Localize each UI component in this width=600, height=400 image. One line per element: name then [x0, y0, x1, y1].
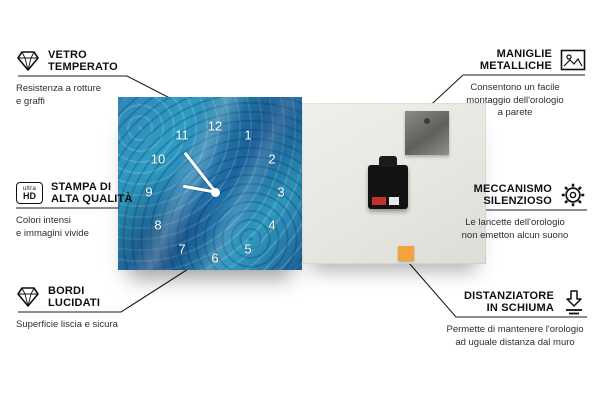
- clock-number: 2: [268, 151, 276, 167]
- callout-header: MANIGLIE METALLICHE: [444, 45, 586, 75]
- callout-title: VETRO TEMPERATO: [48, 48, 118, 74]
- callout-stampa-alta-qualita: ultra HD STAMPA DI ALTA QUALITÀ Colori i…: [16, 178, 148, 240]
- callout-title: MECCANISMO SILENZIOSO: [473, 182, 552, 208]
- callout-vetro-temperato: VETRO TEMPERATO Resistenza a rotture e g…: [16, 46, 148, 108]
- picture-frame-icon: [560, 49, 586, 71]
- clock-number: 12: [207, 118, 223, 134]
- callout-description: Consentono un facile montaggio dell'orol…: [466, 82, 564, 119]
- callout-description: Colori intensi e immagini vivide: [16, 215, 89, 239]
- clock-number: 5: [244, 241, 252, 257]
- clock-number: 7: [178, 241, 186, 257]
- clock-number: 1: [244, 127, 252, 143]
- clock-number: 3: [277, 184, 285, 200]
- callout-description: Superficie liscia e sicura: [16, 319, 118, 330]
- foam-spacer: [398, 246, 414, 261]
- callout-header: DISTANZIATORE IN SCHIUMA: [444, 287, 586, 317]
- metal-hanger-plate: [405, 111, 449, 155]
- callout-header: ultra HD STAMPA DI ALTA QUALITÀ: [16, 178, 148, 208]
- clock-number: 11: [175, 127, 189, 143]
- callout-bordi-lucidati: BORDI LUCIDATI Superficie liscia e sicur…: [16, 282, 148, 332]
- mechanism-label-red: [372, 197, 386, 205]
- callout-description: Permette di mantenere l'orologio ad ugua…: [446, 324, 584, 348]
- callout-distanziatore-schiuma: DISTANZIATORE IN SCHIUMA Permette di man…: [444, 287, 586, 349]
- ultra-hd-icon: ultra HD: [16, 182, 43, 204]
- clock-center-cap: [210, 187, 220, 197]
- clock-number: 8: [154, 217, 162, 233]
- mechanism-label-white: [389, 197, 399, 205]
- clock-number: 9: [145, 184, 153, 200]
- ultra-hd-icon-text-top: ultra: [22, 185, 37, 192]
- clock-back-view: [302, 103, 486, 264]
- ultra-hd-icon-text-bottom: HD: [23, 190, 36, 201]
- product-photo: 12 1 2 3 4 5 6 7 8 9 10 11: [118, 97, 486, 270]
- gem-icon: [16, 286, 40, 308]
- callout-header: BORDI LUCIDATI: [16, 282, 148, 312]
- clock-mechanism: [368, 156, 408, 209]
- clock-number: 10: [150, 151, 166, 167]
- diamond-icon: [16, 50, 40, 72]
- clock-number: 4: [268, 217, 276, 233]
- clock-number: 6: [211, 250, 219, 266]
- callout-maniglie-metalliche: MANIGLIE METALLICHE Consentono un facile…: [444, 45, 586, 120]
- callout-header: MECCANISMO SILENZIOSO: [444, 180, 586, 210]
- callout-description: Le lancette dell'orologio non emetton al…: [461, 217, 569, 241]
- callout-header: VETRO TEMPERATO: [16, 46, 148, 76]
- callout-title: MANIGLIE METALLICHE: [479, 47, 552, 73]
- clock-front-view: 12 1 2 3 4 5 6 7 8 9 10 11: [118, 97, 302, 270]
- callout-meccanismo-silenzioso: MECCANISMO SILENZIOSO Le lancette dell'o…: [444, 180, 586, 242]
- callout-title: DISTANZIATORE IN SCHIUMA: [464, 289, 554, 315]
- callout-description: Resistenza a rotture e graffi: [16, 83, 102, 107]
- callout-title: BORDI LUCIDATI: [48, 284, 101, 310]
- arrow-down-icon: [562, 289, 586, 315]
- callout-title: STAMPA DI ALTA QUALITÀ: [51, 180, 133, 206]
- gear-icon: [560, 182, 586, 208]
